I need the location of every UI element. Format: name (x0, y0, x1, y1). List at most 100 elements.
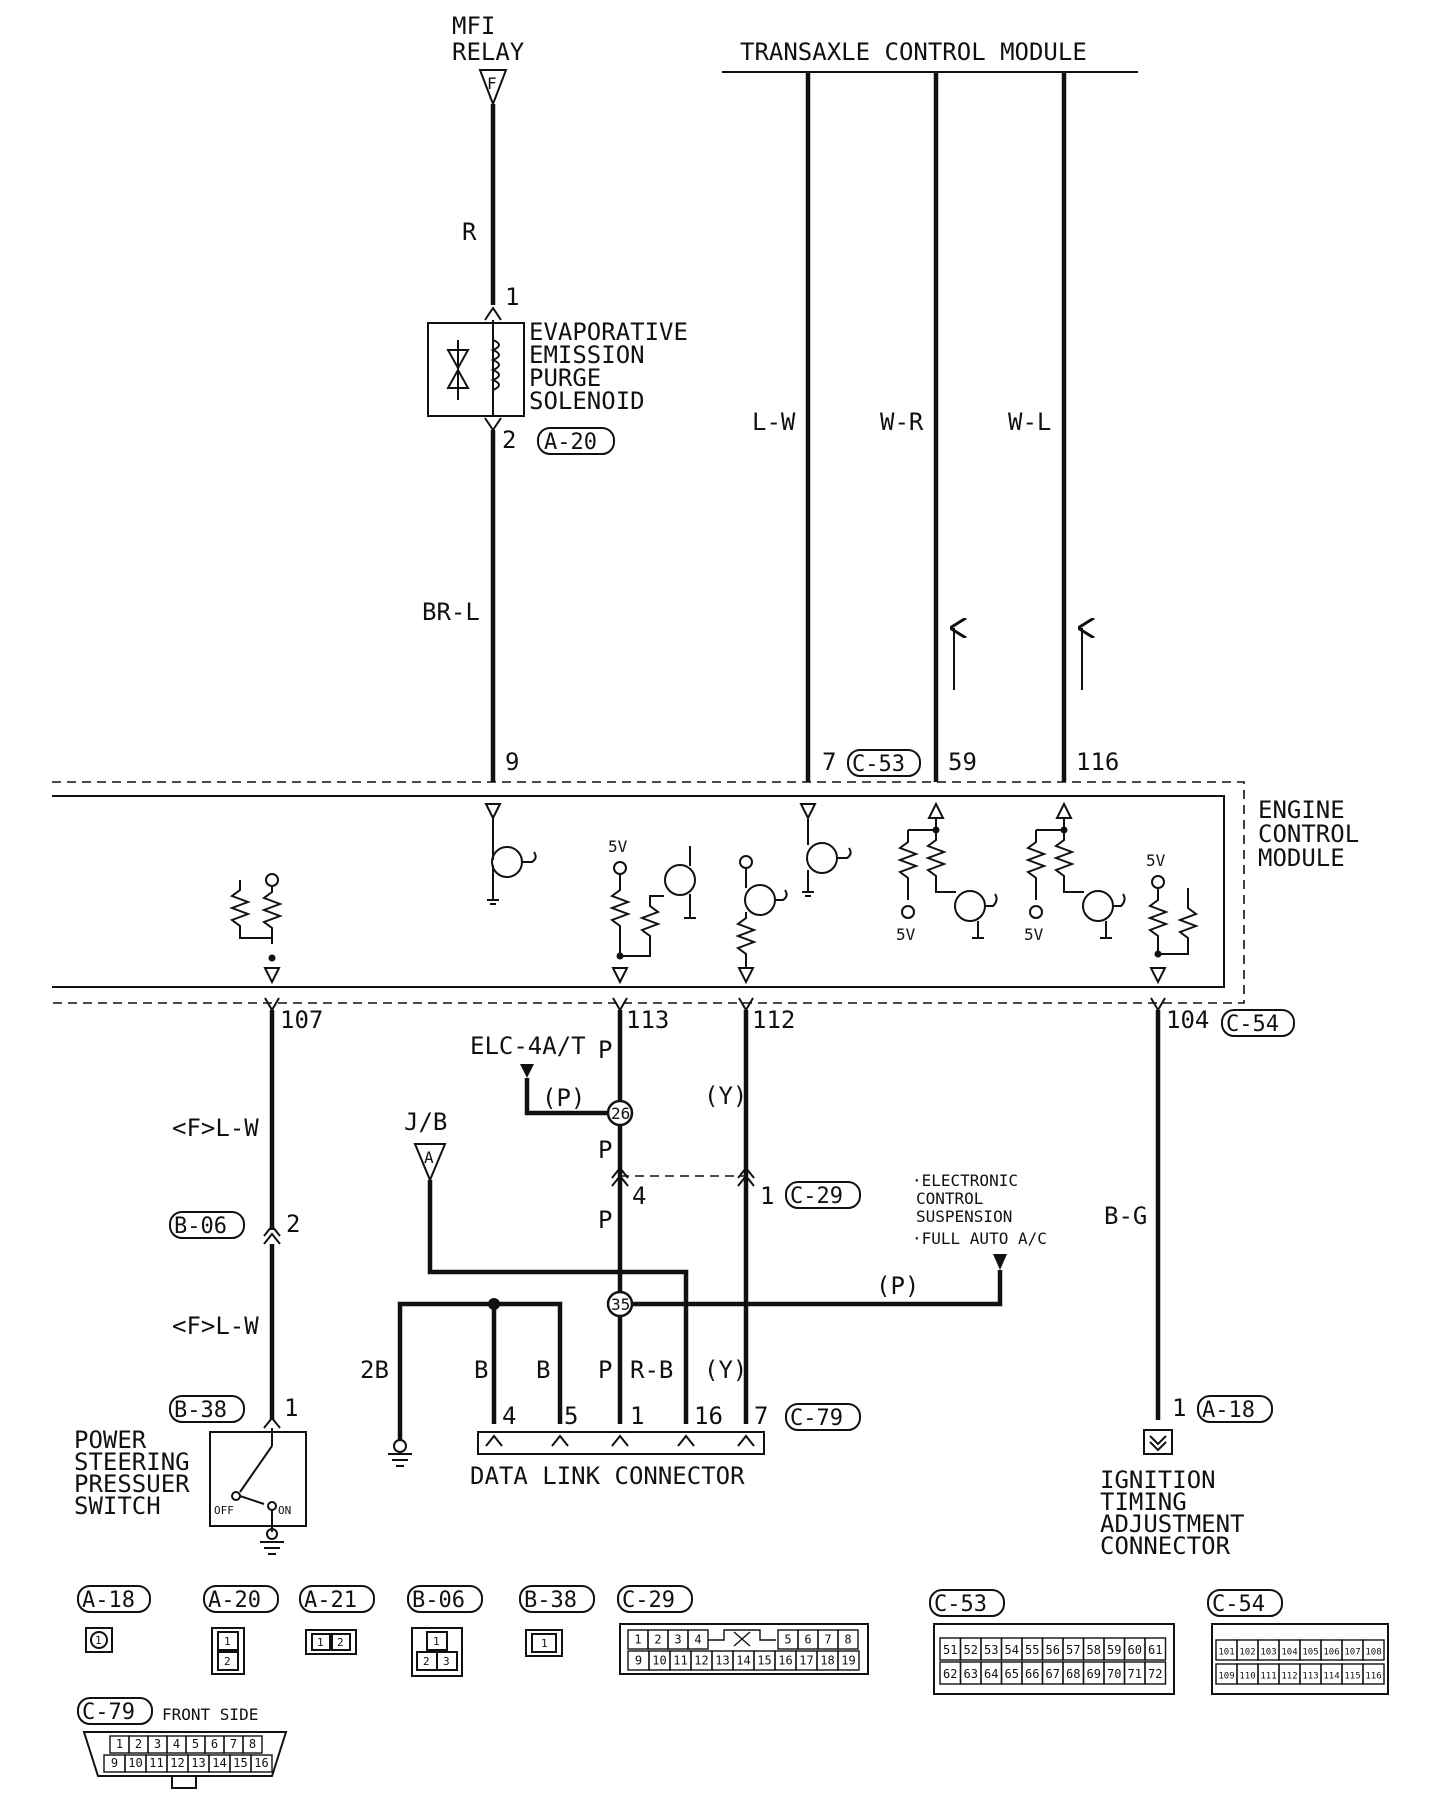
resistor-icon-4 (1053, 830, 1084, 893)
ecm-symbol (901, 905, 915, 919)
connector-pin-number: 66 (1025, 1667, 1039, 1681)
ignition-symbol (1149, 1435, 1167, 1452)
connector-pin-number: 109 (1218, 1671, 1234, 1681)
purge-terminal-top-icon (484, 306, 502, 321)
legend-b38-cell: 1 (541, 1637, 548, 1650)
ignition-name-2: TIMING (1100, 1488, 1187, 1516)
connector-pin-number: 52 (964, 1643, 978, 1657)
ps-name-4: SWITCH (74, 1492, 161, 1520)
connector-pin-number: 18 (820, 1654, 834, 1668)
purge-name-1: EVAPORATIVE (529, 318, 688, 346)
tcm-title: TRANSAXLE CONTROL MODULE (740, 38, 1087, 66)
connector-pin-number: 72 (1148, 1667, 1162, 1681)
connector-pin-number: 6 (211, 1737, 218, 1751)
ecm-trace-14 (1113, 893, 1126, 907)
ground-icon-7 (260, 1541, 284, 1555)
legend-symbol-8 (299, 1585, 375, 1613)
legend-a21: A-21 (304, 1588, 357, 1613)
connector-pin-number: 104 (1281, 1647, 1297, 1657)
connector-pin-number: 61 (1148, 1643, 1162, 1657)
ecm-name-1: ENGINE (1258, 796, 1345, 824)
purge-name-4: SOLENOID (529, 387, 645, 415)
mfi-relay-terminal-icon (478, 69, 508, 107)
connector-badge-c29 (785, 1181, 861, 1209)
ecm-name-2: CONTROL (1258, 820, 1359, 848)
connector-pin-number: 19 (841, 1654, 855, 1668)
purge-terminal-bottom-icon (484, 417, 502, 432)
connector-pin-number: 3 (154, 1737, 161, 1751)
legend-symbol-2 (85, 1627, 113, 1653)
purge-name-2: EMISSION (529, 341, 645, 369)
wire-label-dlc-1: P (598, 1356, 612, 1384)
connector-cell (242, 1735, 263, 1754)
transistor-icon-2 (806, 842, 838, 874)
connector-c29: C-29 (790, 1184, 843, 1209)
connector-pin-number: 15 (757, 1654, 771, 1668)
legend-symbol-9 (305, 1629, 357, 1655)
blank-terminal-icon (733, 1631, 751, 1647)
ecm-symbol-6 (613, 861, 627, 875)
junction-dot-3 (488, 1298, 500, 1310)
legend-b06-cell-1: 1 (433, 1635, 440, 1648)
ground-icon-2 (802, 891, 814, 897)
connector-cell (837, 1629, 859, 1650)
ecm-symbol-9 (739, 855, 753, 869)
connector-pin-number: 65 (1005, 1667, 1019, 1681)
diode-icon-2 (446, 367, 470, 389)
connector-pin-number: 111 (1260, 1671, 1276, 1681)
wire-ground-bus (397, 1301, 563, 1440)
connector-pin-number: 55 (1025, 1643, 1039, 1657)
ignition-connector-icon (1143, 1429, 1173, 1455)
transistor-icon-6 (744, 884, 776, 916)
legend-a21-cell-2: 2 (337, 1636, 344, 1649)
connector-a20: A-20 (544, 430, 597, 455)
wire-ecs (632, 1270, 1003, 1307)
ecm-symbol-15 (612, 997, 628, 1012)
connector-c53: C-53 (852, 752, 905, 777)
ignition-name-1: IGNITION (1100, 1466, 1216, 1494)
purge-pin-1: 1 (505, 283, 519, 311)
ps-name-3: PRESSUER (74, 1470, 190, 1498)
transistor-icon-5 (664, 864, 696, 896)
legend-symbol-14 (426, 1631, 448, 1651)
connector-pin-number: 9 (111, 1756, 118, 1770)
connector-icon (263, 1224, 281, 1245)
legend-a20: A-20 (208, 1588, 261, 1613)
switch-on: ON (278, 1504, 291, 1517)
dlc-pin-16: 16 (694, 1402, 723, 1430)
connector-pin-number: 53 (984, 1643, 998, 1657)
legend-symbol-18 (525, 1629, 563, 1657)
wire-label-dlc-16: R-B (630, 1356, 673, 1384)
purge-solenoid-box (427, 322, 525, 417)
legend-a20-cell-2: 2 (224, 1655, 231, 1668)
connector-cell (837, 1650, 860, 1671)
c29-pin-1: 1 (760, 1182, 774, 1210)
transistor-icon-4 (1082, 890, 1114, 922)
resistor-icon-8 (620, 895, 664, 957)
connector-pin-number: 56 (1046, 1643, 1060, 1657)
wire-label-dlc-7: (Y) (704, 1356, 747, 1384)
transistor-icon (491, 846, 523, 878)
connector-pin-number: 11 (673, 1654, 687, 1668)
legend-symbol-27 (171, 1775, 197, 1789)
legend-symbol-20 (617, 1585, 693, 1613)
legend-c53: C-53 (934, 1592, 987, 1617)
splice-26-label: 26 (611, 1104, 630, 1123)
connector-pin-number: 16 (778, 1654, 792, 1668)
connector-pin-number: 59 (1107, 1643, 1121, 1657)
elc-terminal-icon (520, 1064, 534, 1078)
wire-label-dlc-4: B (474, 1356, 488, 1384)
purge-name-3: PURGE (529, 364, 601, 392)
legend-a18: A-18 (82, 1588, 135, 1613)
ecm-terminal-icon-2 (799, 803, 817, 821)
transistor-icon-3 (954, 890, 986, 922)
ecm-5v-b: 5V (1024, 925, 1044, 944)
legend-c54: C-54 (1212, 1592, 1265, 1617)
splice-35 (606, 1290, 634, 1318)
connector-badge-a18 (1197, 1395, 1273, 1423)
ignition-name-3: ADJUSTMENT (1100, 1510, 1245, 1538)
ecm-pin-7: 7 (822, 748, 836, 776)
